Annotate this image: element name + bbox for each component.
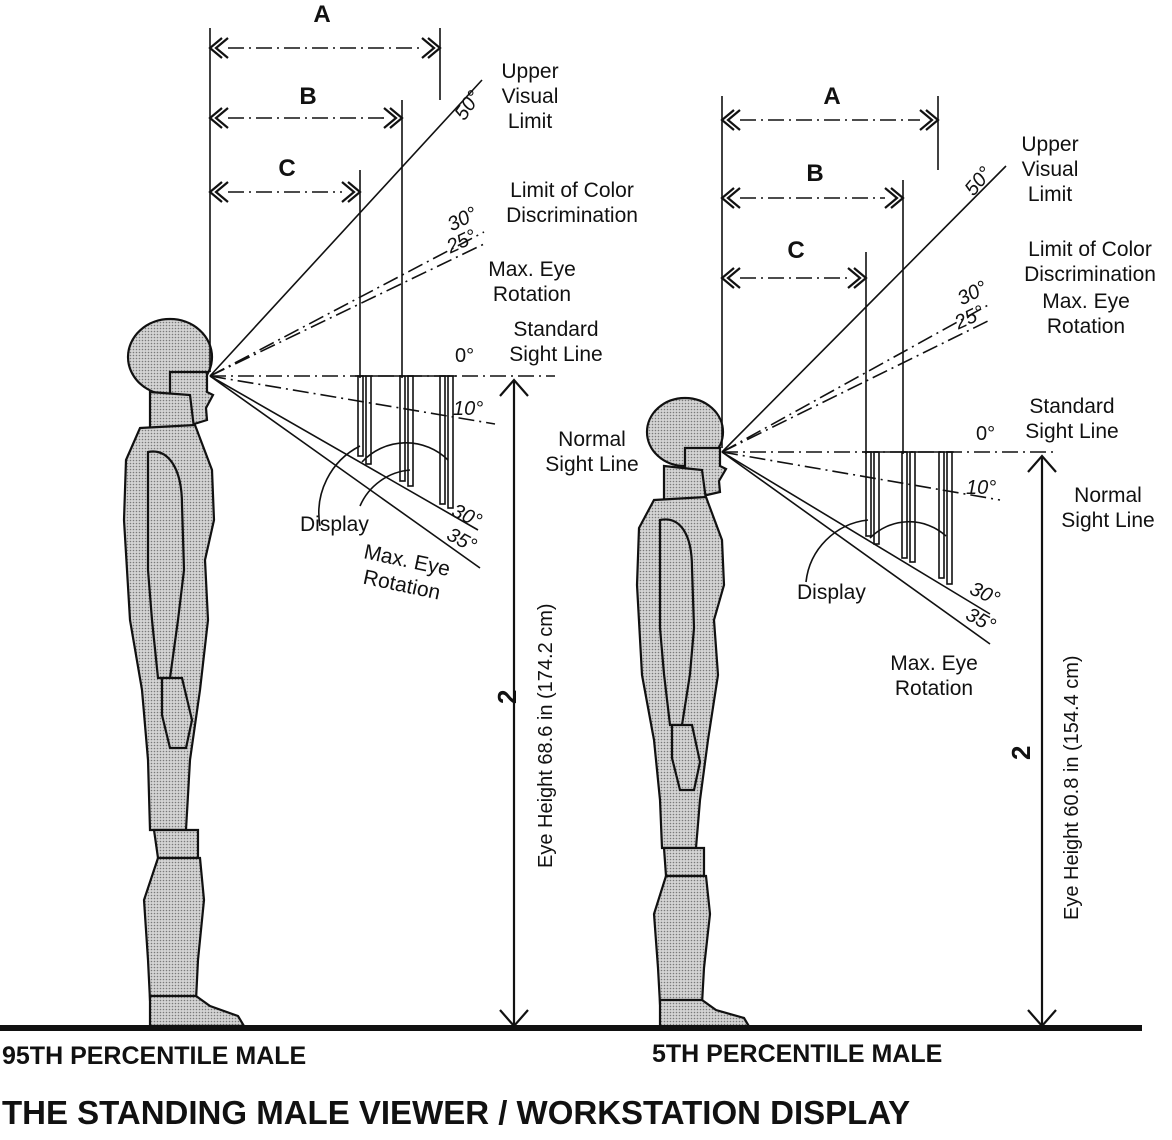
right-normal-sight-line-label: Normal Sight Line [1061, 484, 1154, 532]
left-standard-sight-line-label: Standard Sight Line [509, 318, 602, 366]
right-display-label: Display [797, 581, 866, 604]
left-human-figure [122, 317, 246, 1028]
left-eye-height-label: Eye Height 68.6 in (174.2 cm) [535, 603, 557, 868]
right-eye-height-dimension [1027, 454, 1057, 1028]
left-upper-visual-limit-label: Upper Visual Limit [501, 60, 558, 133]
right-angle-50: 50° [960, 163, 996, 200]
svg-text:Rotation: Rotation [1047, 315, 1125, 338]
right-max-eye-rotation-up-label: Max. Eye Rotation [1042, 290, 1130, 338]
svg-text:Normal: Normal [558, 428, 626, 451]
right-dimension-a-arrow [720, 109, 940, 131]
right-angle-25: 25° [950, 301, 988, 334]
left-sight-lines [209, 79, 555, 569]
right-display-panels [805, 451, 954, 585]
right-dimension-b-arrow [720, 187, 905, 209]
right-ref-number: 2 [1006, 746, 1036, 760]
left-angle-25: 25° [442, 225, 480, 258]
svg-text:Rotation: Rotation [493, 283, 571, 306]
svg-text:Limit: Limit [1028, 183, 1073, 206]
svg-text:Sight Line: Sight Line [1061, 509, 1154, 532]
right-angle-0: 0° [976, 423, 995, 445]
svg-text:Upper: Upper [1021, 133, 1078, 156]
right-angle-10: 10° [966, 477, 996, 499]
right-color-limit-label: Limit of Color Discrimination [1024, 238, 1156, 286]
svg-text:Sight Line: Sight Line [545, 453, 638, 476]
svg-text:Sight Line: Sight Line [1025, 420, 1118, 443]
svg-text:Visual: Visual [1022, 158, 1079, 181]
left-dimension-b-arrow [208, 107, 404, 129]
left-dimension-a-arrow [208, 37, 442, 59]
svg-text:Max. Eye: Max. Eye [1042, 290, 1130, 313]
svg-text:Standard: Standard [1029, 395, 1114, 418]
svg-text:Sight Line: Sight Line [509, 343, 602, 366]
left-display-label: Display [300, 513, 369, 536]
svg-text:Limit: Limit [508, 110, 553, 133]
svg-text:Normal: Normal [1074, 484, 1142, 507]
left-dim-a-label: A [313, 1, 330, 28]
right-max-eye-rotation-down-label: Max. Eye Rotation [890, 652, 978, 700]
right-caption: 5TH PERCENTILE MALE [652, 1040, 942, 1068]
svg-text:Discrimination: Discrimination [1024, 263, 1156, 286]
left-figure-group: A B C Upper Visual [2, 1, 639, 1070]
left-display-panels [318, 375, 456, 527]
diagram-title: THE STANDING MALE VIEWER / WORKSTATION D… [2, 1094, 910, 1131]
left-ref-number: 2 [492, 690, 522, 704]
right-standard-sight-line-label: Standard Sight Line [1025, 395, 1118, 443]
right-figure-group: A B C Upper Visual Limit [635, 83, 1156, 1068]
right-dimension-c-arrow [720, 267, 868, 289]
left-max-eye-rotation-down-label: Max. Eye Rotation [361, 540, 452, 604]
svg-text:Standard: Standard [513, 318, 598, 341]
right-human-figure [635, 396, 752, 1030]
left-caption: 95TH PERCENTILE MALE [2, 1042, 306, 1070]
right-dim-c-label: C [787, 237, 804, 264]
left-normal-sight-line-label: Normal Sight Line [545, 428, 638, 476]
right-dim-a-label: A [823, 83, 840, 110]
svg-text:Visual: Visual [502, 85, 559, 108]
svg-text:Max. Eye: Max. Eye [890, 652, 978, 675]
left-max-eye-rotation-up-label: Max. Eye Rotation [488, 258, 576, 306]
svg-text:Rotation: Rotation [895, 677, 973, 700]
left-dimension-c-arrow [208, 181, 362, 203]
left-angle-50: 50° [450, 87, 485, 124]
right-dim-b-label: B [806, 160, 823, 187]
svg-text:Upper: Upper [501, 60, 558, 83]
right-upper-visual-limit-label: Upper Visual Limit [1021, 133, 1078, 206]
svg-text:Max. Eye: Max. Eye [488, 258, 576, 281]
left-angle-10: 10° [453, 398, 483, 420]
svg-text:Limit of Color: Limit of Color [1028, 238, 1152, 261]
right-eye-height-label: Eye Height 60.8 in (154.4 cm) [1061, 655, 1083, 920]
svg-text:Limit of Color: Limit of Color [510, 179, 634, 202]
left-angle-0: 0° [455, 345, 474, 367]
svg-text:Discrimination: Discrimination [506, 204, 638, 227]
left-color-limit-label: Limit of Color Discrimination [506, 179, 638, 227]
right-sight-lines [721, 165, 1058, 645]
left-dim-c-label: C [278, 155, 295, 182]
left-dim-b-label: B [299, 83, 316, 110]
